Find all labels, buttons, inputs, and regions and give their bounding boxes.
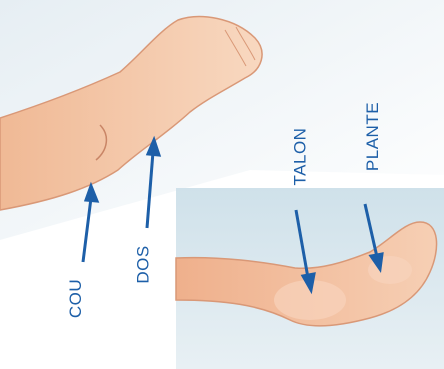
- label-talon: TALON: [291, 128, 308, 186]
- label-cou: COU: [67, 279, 84, 318]
- label-dos: DOS: [135, 245, 152, 283]
- label-plante: PLANTE: [364, 102, 381, 171]
